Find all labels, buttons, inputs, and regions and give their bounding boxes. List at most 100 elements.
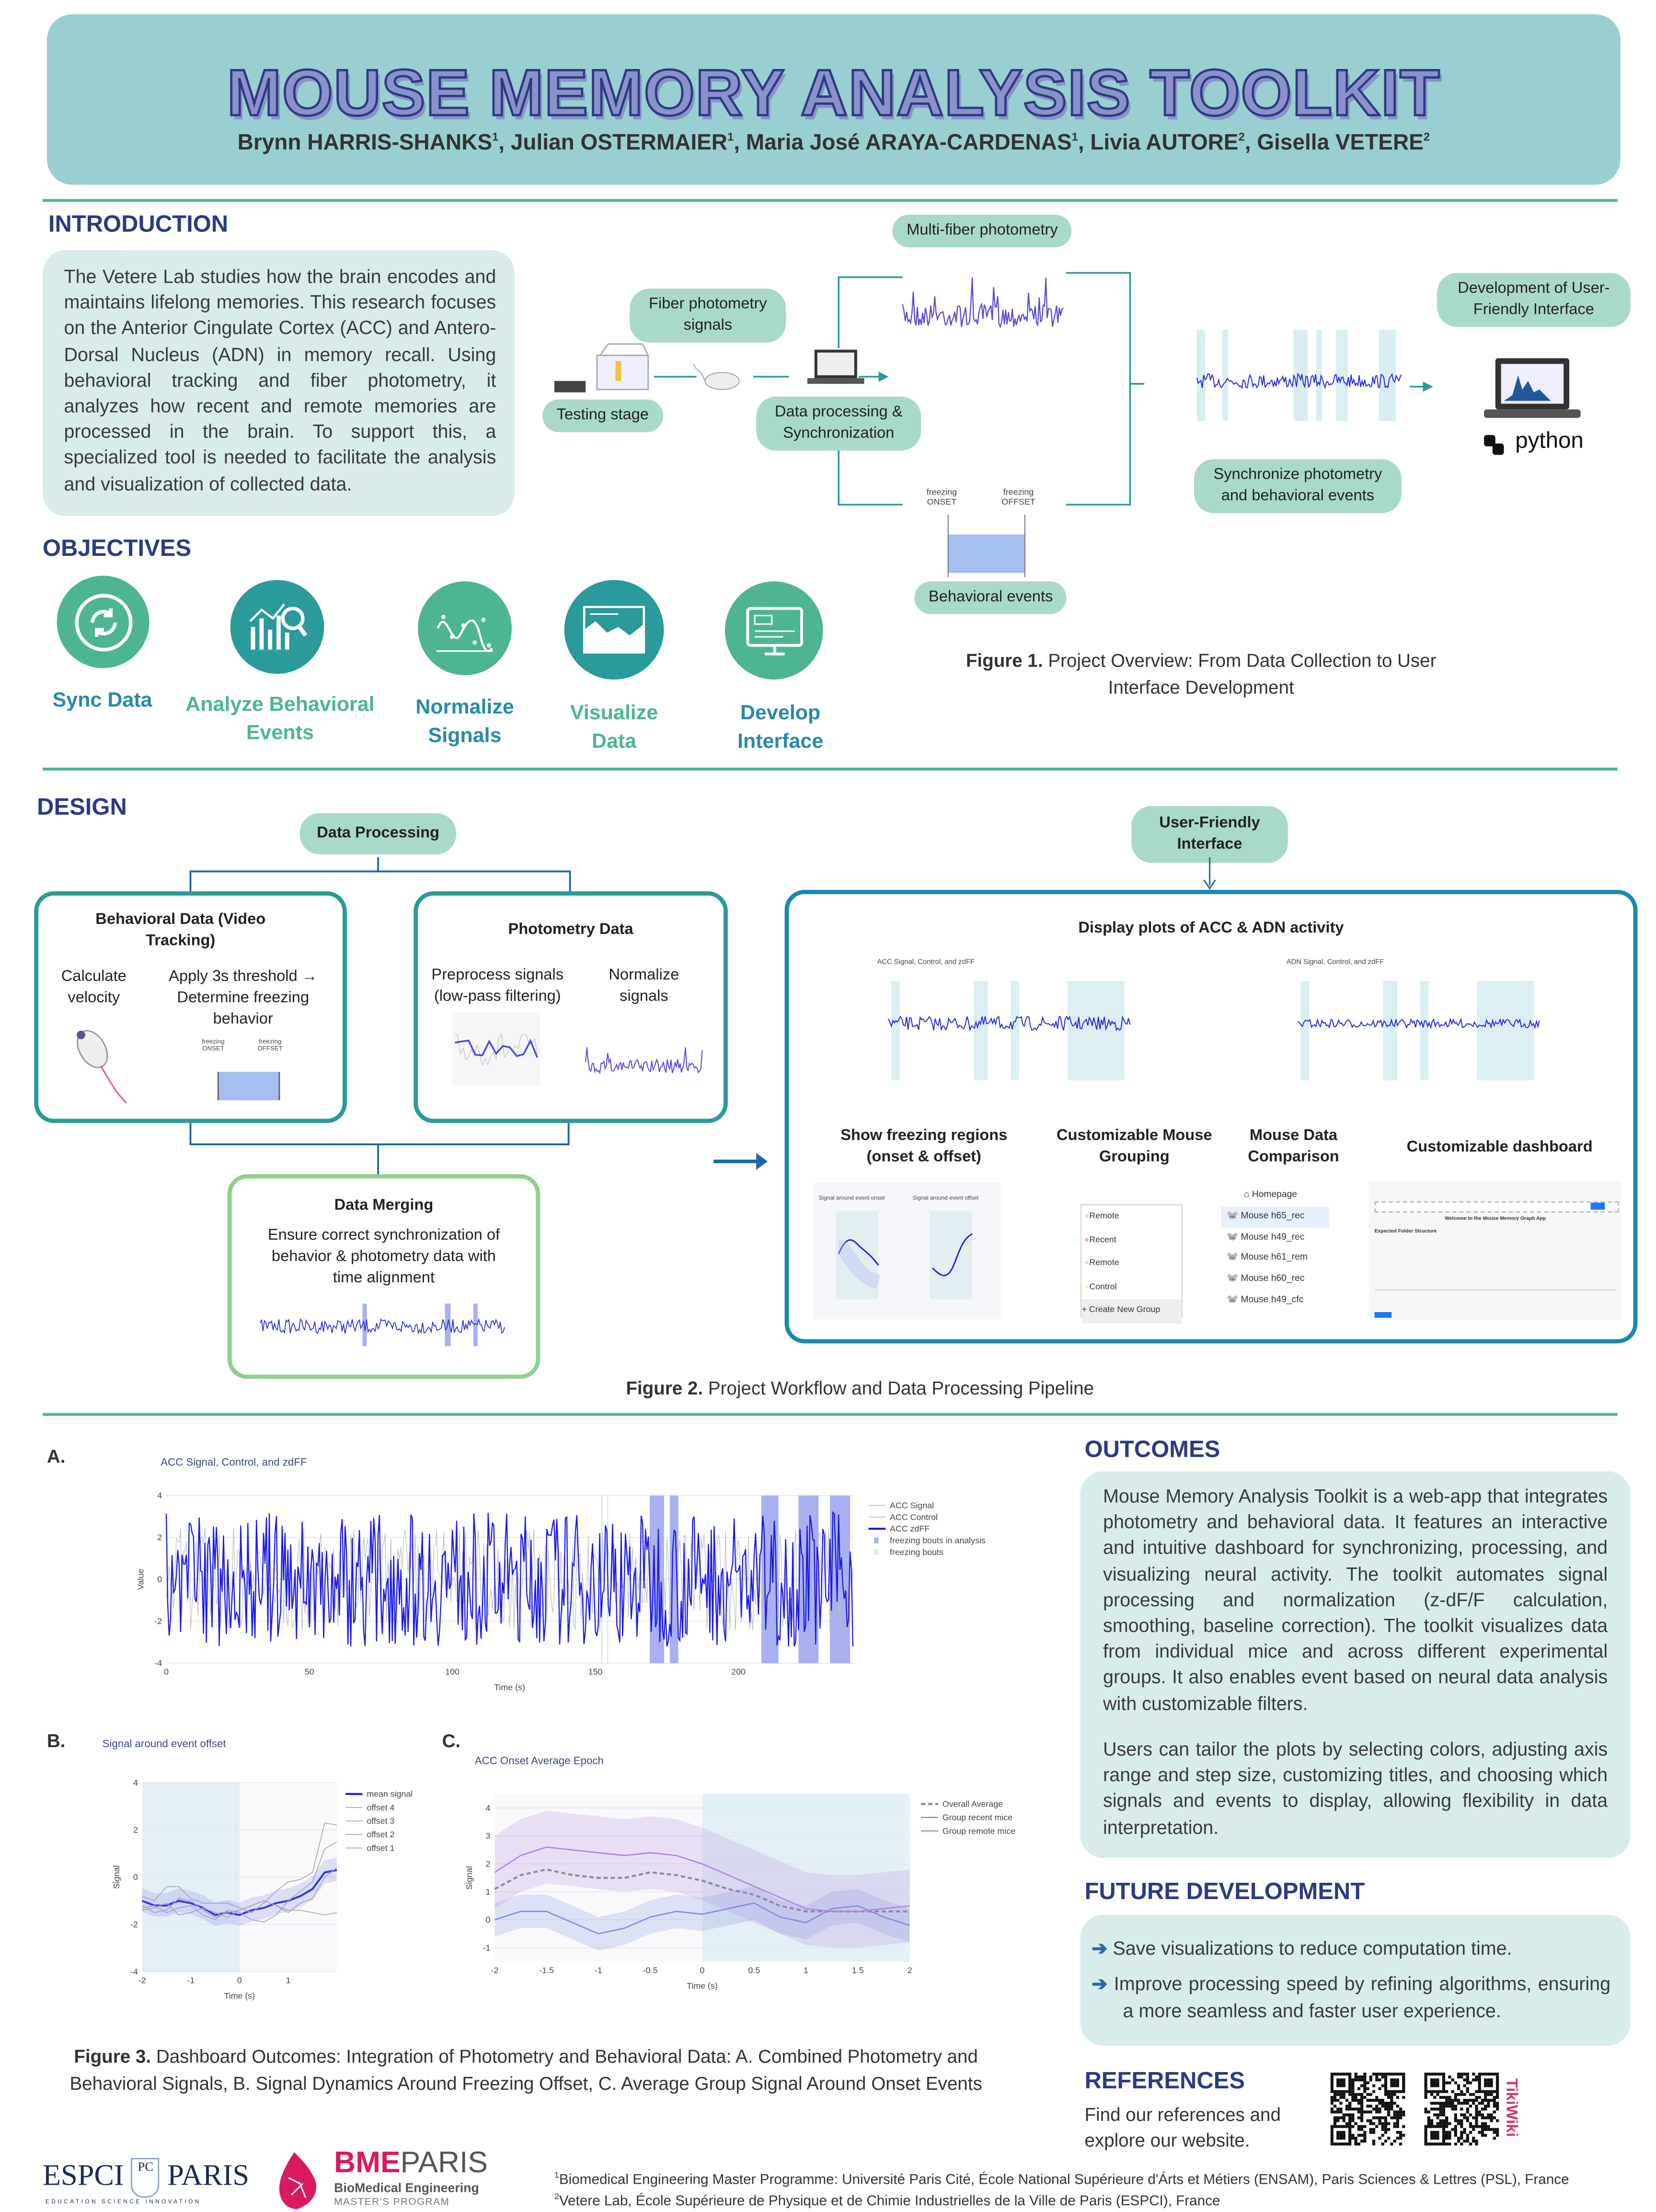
onset-offset-screenshot: Signal around event onset Signal around … (813, 1183, 1001, 1319)
multi-fiber-trace (902, 277, 1064, 329)
pill-fiber-signals: Fiber photometry signals (630, 288, 786, 343)
group-item[interactable]: ●Recent (1084, 1236, 1116, 1245)
pill-user-friendly-interface: User-Friendly Interface (1131, 806, 1288, 863)
y-tick-label: 2 (157, 1532, 162, 1542)
outcomes-paragraph-2: Users can tailor the plots by selecting … (1103, 1739, 1608, 1838)
divider (42, 1413, 1618, 1416)
shaded-region (702, 1794, 910, 1962)
author-list: Brynn HARRIS-SHANKS1, Julian OSTERMAIER1… (237, 130, 1430, 155)
data-merging-box: Data Merging Ensure correct synchronizat… (227, 1174, 540, 1379)
legend-label: freezing bouts (890, 1547, 943, 1557)
x-tick-label: -1 (187, 1975, 195, 1985)
homepage-link[interactable]: ⌂ Homepage (1243, 1189, 1298, 1200)
x-axis-label: Time (s) (224, 1991, 255, 2001)
confidence-band (142, 1857, 337, 1926)
legend-swatch (874, 1537, 879, 1544)
mouse-item[interactable]: 🐭 Mouse h60_rec (1227, 1274, 1305, 1284)
legend-label: offset 1 (367, 1843, 394, 1853)
feature-dashboard: Customizable dashboard (1406, 1139, 1593, 1156)
bme-logo: BMEPARIS (334, 2146, 488, 2179)
data-merging-title: Data Merging (334, 1197, 434, 1214)
author: Livia AUTORE (1090, 131, 1239, 155)
introduction-heading: INTRODUCTION (48, 212, 229, 238)
group-item[interactable]: ●Remote (1084, 1259, 1119, 1268)
step-normalize: Normalize signals (609, 967, 679, 1005)
future-heading: FUTURE DEVELOPMENT (1084, 1879, 1365, 1905)
series-line (142, 1898, 337, 1918)
author: Julian OSTERMAIER (510, 131, 728, 155)
create-group-button[interactable]: + Create New Group (1081, 1300, 1182, 1324)
acc-adn-mini-plots (888, 980, 1540, 1081)
x-tick-label: -2 (138, 1975, 146, 1985)
y-tick-label: 4 (157, 1491, 162, 1500)
x-tick-label: 1 (804, 1966, 808, 1975)
legend-label: ACC Signal (890, 1500, 934, 1510)
introduction-text: The Vetere Lab studies how the brain enc… (64, 265, 496, 495)
step-threshold: Apply 3s threshold → Determine freezing … (169, 968, 318, 1028)
ui-display-box: Display plots of ACC & ADN activity ACC … (784, 890, 1638, 1344)
chart-magnifier-icon (230, 580, 324, 674)
poster-title: MOUSE MEMORY ANALYSIS TOOLKIT (226, 54, 1441, 130)
y-axis-label: Signal (464, 1866, 474, 1889)
mouse-item[interactable]: 🐭 Mouse h49_rec (1227, 1232, 1305, 1242)
future-item: ➔ Improve processing speed by refining a… (1092, 1973, 1611, 2022)
feature-mouse-grouping: Customizable Mouse Grouping (1056, 1127, 1212, 1166)
qr-code-website[interactable] (1424, 2073, 1501, 2146)
chart-title: Signal around event offset (103, 1738, 227, 1750)
y-tick-label: 0 (157, 1575, 162, 1584)
python-label: python (1515, 429, 1584, 454)
mouse-list: ⌂ Homepage 🐭 Mouse h65_rec 🐭 Mouse h49_r… (1221, 1186, 1329, 1312)
x-tick-label: -0.5 (643, 1966, 658, 1975)
merged-signal-plot (260, 1303, 505, 1347)
x-tick-label: 1 (286, 1975, 291, 1985)
espci-tagline: EDUCATION SCIENCE INNOVATION (45, 2198, 201, 2205)
figure1-diagram (554, 272, 1581, 577)
feature-mouse-comparison: Mouse Data Comparison (1248, 1127, 1339, 1166)
tikiwiki-label: TikiWiki (1502, 2078, 1520, 2137)
chart-title: ACC Onset Average Epoch (475, 1754, 604, 1766)
y-tick-label: 1 (486, 1887, 491, 1897)
x-tick-label: -1.5 (539, 1966, 554, 1975)
design-heading: DESIGN (37, 795, 127, 820)
scatter-wave-icon (418, 581, 512, 676)
x-tick-label: 150 (588, 1667, 603, 1677)
y-axis-label: Signal (112, 1866, 121, 1889)
freezing-block (217, 1071, 280, 1101)
figure2-caption: Figure 2. Project Workflow and Data Proc… (626, 1377, 1094, 1399)
x-tick-label: -1 (595, 1966, 602, 1975)
figure1-caption: Figure 1. Project Overview: From Data Co… (966, 649, 1437, 698)
chart-title: ACC Signal, Control, and zdFF (161, 1456, 307, 1468)
outcomes-heading: OUTCOMES (1084, 1437, 1220, 1463)
y-axis-label: Value (136, 1569, 146, 1590)
divider (42, 199, 1618, 202)
bme-subtitle: BioMedical Engineering (334, 2180, 479, 2195)
affiliation-mark: 1 (492, 130, 499, 144)
references-text: Find our references and explore our webs… (1084, 2104, 1281, 2151)
x-tick-label: 1.5 (852, 1966, 864, 1975)
photometry-mini-plots (452, 1012, 703, 1086)
mouse-item[interactable]: 🐭 Mouse h65_rec (1221, 1206, 1329, 1228)
legend-label: offset 3 (367, 1816, 394, 1826)
freezing-onset-label: freezing ONSET (926, 489, 957, 508)
author: Brynn HARRIS-SHANKS (237, 131, 493, 155)
step-preprocess: Preprocess signals (low-pass filtering) (431, 967, 564, 1005)
qr-code-references[interactable] (1330, 2073, 1407, 2146)
group-item[interactable]: ●Control (1084, 1283, 1117, 1292)
x-axis-label: Time (s) (687, 1981, 718, 1991)
mouse-item[interactable]: 🐭 Mouse h49_cfc (1227, 1295, 1304, 1305)
panel-label-b: B. (46, 1730, 66, 1751)
mouse-illustration (693, 364, 740, 390)
y-tick-label: 3 (486, 1831, 491, 1841)
outcomes-box: Mouse Memory Analysis Toolkit is a web-a… (1080, 1471, 1631, 1858)
design-connectors (189, 857, 768, 1176)
x-tick-label: -2 (491, 1966, 498, 1975)
mouse-item[interactable]: 🐭 Mouse h61_rem (1227, 1253, 1308, 1263)
pill-multi-fiber: Multi-fiber photometry (892, 214, 1072, 248)
bme-program: MASTER'S PROGRAM (334, 2198, 450, 2208)
photometry-data-box: Photometry Data Preprocess signals (low-… (414, 891, 728, 1123)
group-item[interactable]: ●Remote (1084, 1212, 1119, 1221)
footnote-2: 2Vetere Lab, École Supérieure de Physiqu… (554, 2193, 1220, 2210)
